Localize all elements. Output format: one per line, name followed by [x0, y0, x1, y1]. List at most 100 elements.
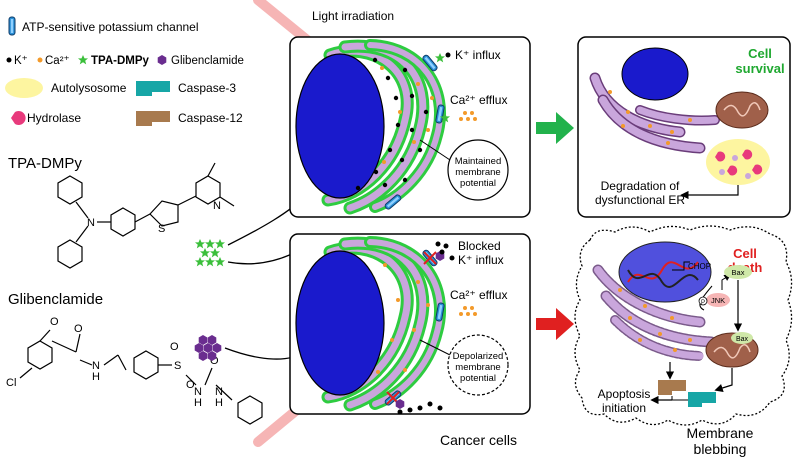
legend-glib-label: Glibenclamide — [171, 55, 244, 67]
glib-nitrogen-3: N — [215, 386, 223, 398]
bottom-k-influx-label: K⁺ influx — [458, 253, 504, 267]
legend-autolysosome: Autolysosome — [5, 78, 127, 98]
death-caspase3 — [688, 392, 716, 407]
bottom-ca-efflux-label: Ca²⁺ efflux — [450, 288, 507, 302]
legend-caspase3: Caspase-3 — [136, 81, 236, 96]
caspase3-swatch — [136, 81, 170, 96]
survival-title-line1: Cell — [748, 46, 772, 61]
tpa-pyridine-nitrogen: N — [213, 200, 221, 212]
survival-autolysosome — [706, 139, 770, 185]
legend-caspase12-label: Caspase-12 — [178, 111, 243, 125]
bottom-potential-line2: membrane — [455, 362, 500, 373]
bax-label-2: Bax — [736, 336, 749, 343]
survival-hydrolases — [715, 149, 763, 176]
legend-hydrolase: Hydrolase — [11, 111, 81, 126]
jnk-to-bax-arrow — [721, 274, 732, 290]
bottom-cancer-cell: Blocked K⁺ influx Ca²⁺ efflux Depolarize… — [289, 233, 531, 415]
glib-oxygen-5: O — [210, 355, 219, 367]
top-ca-efflux-label: Ca²⁺ efflux — [450, 93, 507, 107]
legend-ca-label: Ca²⁺ — [45, 55, 70, 67]
bottom-ca-ions — [376, 263, 430, 374]
cell-survival-panel: Cell survival Degradation of dysfunction… — [577, 36, 791, 218]
death-caspase12 — [658, 380, 686, 395]
top-potential-pointer — [419, 139, 451, 161]
survival-ca-ions — [608, 90, 692, 145]
legend-channel-label: ATP-sensitive potassium channel — [22, 20, 199, 34]
autolysosome-swatch — [5, 78, 43, 98]
bottom-potential-line3: potential — [460, 373, 496, 384]
glibenclamide-title: Glibenclamide — [8, 291, 103, 308]
degradation-line1: Degradation of — [601, 179, 680, 193]
apoptosis-line1: Apoptosis — [598, 387, 651, 401]
tpa-sulfur-atom: S — [158, 223, 165, 235]
tpa-dmpy-title: TPA-DMPy — [8, 155, 82, 172]
cancer-cells-label: Cancer cells — [440, 432, 517, 448]
glib-hydrogen-1: H — [92, 371, 100, 383]
degradation-arrow — [680, 185, 739, 200]
survival-er-fragments — [719, 155, 751, 179]
phospho-label: P — [701, 300, 705, 306]
bottom-potential-circle — [447, 334, 509, 396]
tpa-star-cluster — [195, 239, 225, 267]
glib-sulfur: S — [174, 360, 181, 372]
dna-strand-1 — [627, 261, 699, 283]
top-k-influx-label: K⁺ influx — [455, 48, 501, 62]
top-nucleus — [295, 53, 385, 199]
glib-oxygen-2: O — [74, 323, 83, 335]
jnk-label: JNK — [711, 296, 725, 305]
ca-ion-dot — [37, 57, 43, 63]
legend-ions-row: K⁺ Ca²⁺ TPA-DMPy Glibenclamide — [6, 55, 244, 67]
glib-oxygen-1: O — [50, 316, 59, 328]
bottom-ca-efflux-dots — [459, 306, 477, 316]
k-influx-dot — [445, 52, 451, 58]
legend-channel: ATP-sensitive potassium channel — [8, 16, 199, 36]
chop-label: CHOP — [688, 262, 711, 271]
glibenclamide-hex-icon — [157, 55, 167, 65]
top-potential-line1: Maintained — [455, 156, 501, 167]
tpa-nitrogen-atom: N — [87, 217, 95, 229]
bottom-k-dot — [449, 255, 455, 261]
legend-k-label: K⁺ — [14, 55, 28, 67]
cell-death-panel: Cell death CHOP P JNK Bax Bax — [574, 225, 793, 457]
caspase12-swatch — [136, 111, 170, 126]
blebbing-line2: blebbing — [694, 441, 747, 457]
top-ca-efflux-dots — [459, 111, 477, 121]
death-ca-ions — [618, 288, 692, 352]
bottom-potential-pointer — [419, 339, 451, 356]
light-irradiation-label: Light irradiation — [312, 9, 394, 23]
bottom-blocked-label: Blocked — [458, 239, 501, 253]
bottom-potential-line1: Depolarized — [453, 351, 504, 362]
glib-hydrogen-3: H — [215, 397, 223, 409]
top-cancer-cell: K⁺ influx Ca²⁺ efflux Maintained membran… — [289, 36, 531, 218]
bax-blob-1 — [724, 265, 752, 279]
bax-blob-2 — [731, 332, 753, 344]
glib-chlorine: Cl — [6, 377, 16, 389]
survival-arrow — [536, 112, 574, 144]
top-potential-line2: membrane — [455, 167, 500, 178]
top-potential-circle — [447, 139, 509, 201]
glib-hydrogen-2: H — [194, 397, 202, 409]
glib-oxygen-3: O — [170, 341, 179, 353]
glib-oxygen-4: O — [186, 379, 195, 391]
survival-nucleus — [621, 47, 689, 101]
glibenclamide-structure — [19, 329, 263, 425]
k-ion-dot — [6, 57, 12, 63]
blebbing-line1: Membrane — [687, 425, 754, 441]
survival-title-line2: survival — [735, 61, 784, 76]
glib-nitrogen-1: N — [92, 360, 100, 372]
death-nucleus — [618, 241, 712, 303]
glib-nitrogen-2: N — [194, 386, 202, 398]
legend-caspase3-label: Caspase-3 — [178, 81, 236, 95]
dna-strand-2 — [627, 269, 699, 288]
bottom-nucleus — [295, 250, 385, 396]
mito-to-caspase3-arrow — [714, 368, 733, 393]
tpa-dmpy-structure — [57, 162, 235, 269]
tpa-star-icon — [78, 55, 88, 65]
top-k-ions — [355, 57, 429, 191]
top-potential-line3: potential — [460, 178, 496, 189]
hydrolase-swatch — [11, 111, 26, 126]
death-arrow — [536, 308, 574, 340]
chop-pointer — [672, 261, 690, 271]
